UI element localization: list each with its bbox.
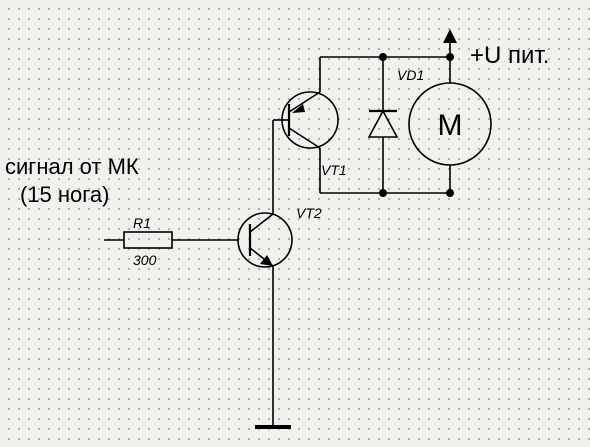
supply-arrow-icon (443, 29, 457, 43)
signal-label-line1: сигнал от МК (5, 154, 139, 179)
junction-dot (379, 53, 387, 61)
vd1-diode (367, 57, 399, 193)
signal-label-line2: (15 нога) (20, 182, 109, 207)
junction-dot (379, 189, 387, 197)
vd1-ref-label: VD1 (397, 67, 424, 83)
r1-ref-label: R1 (133, 215, 151, 231)
power-label: +U пит. (470, 42, 549, 69)
junction-dot (446, 53, 454, 61)
r1-value-label: 300 (133, 252, 157, 268)
vt1-ref-label: VT1 (321, 162, 347, 178)
vt2-transistor (237, 212, 293, 268)
junction-dot (446, 189, 454, 197)
vt2-ref-label: VT2 (296, 205, 322, 221)
r1-resistor (123, 231, 173, 249)
motor-label: M (438, 109, 463, 142)
vt1-transistor (281, 91, 339, 149)
